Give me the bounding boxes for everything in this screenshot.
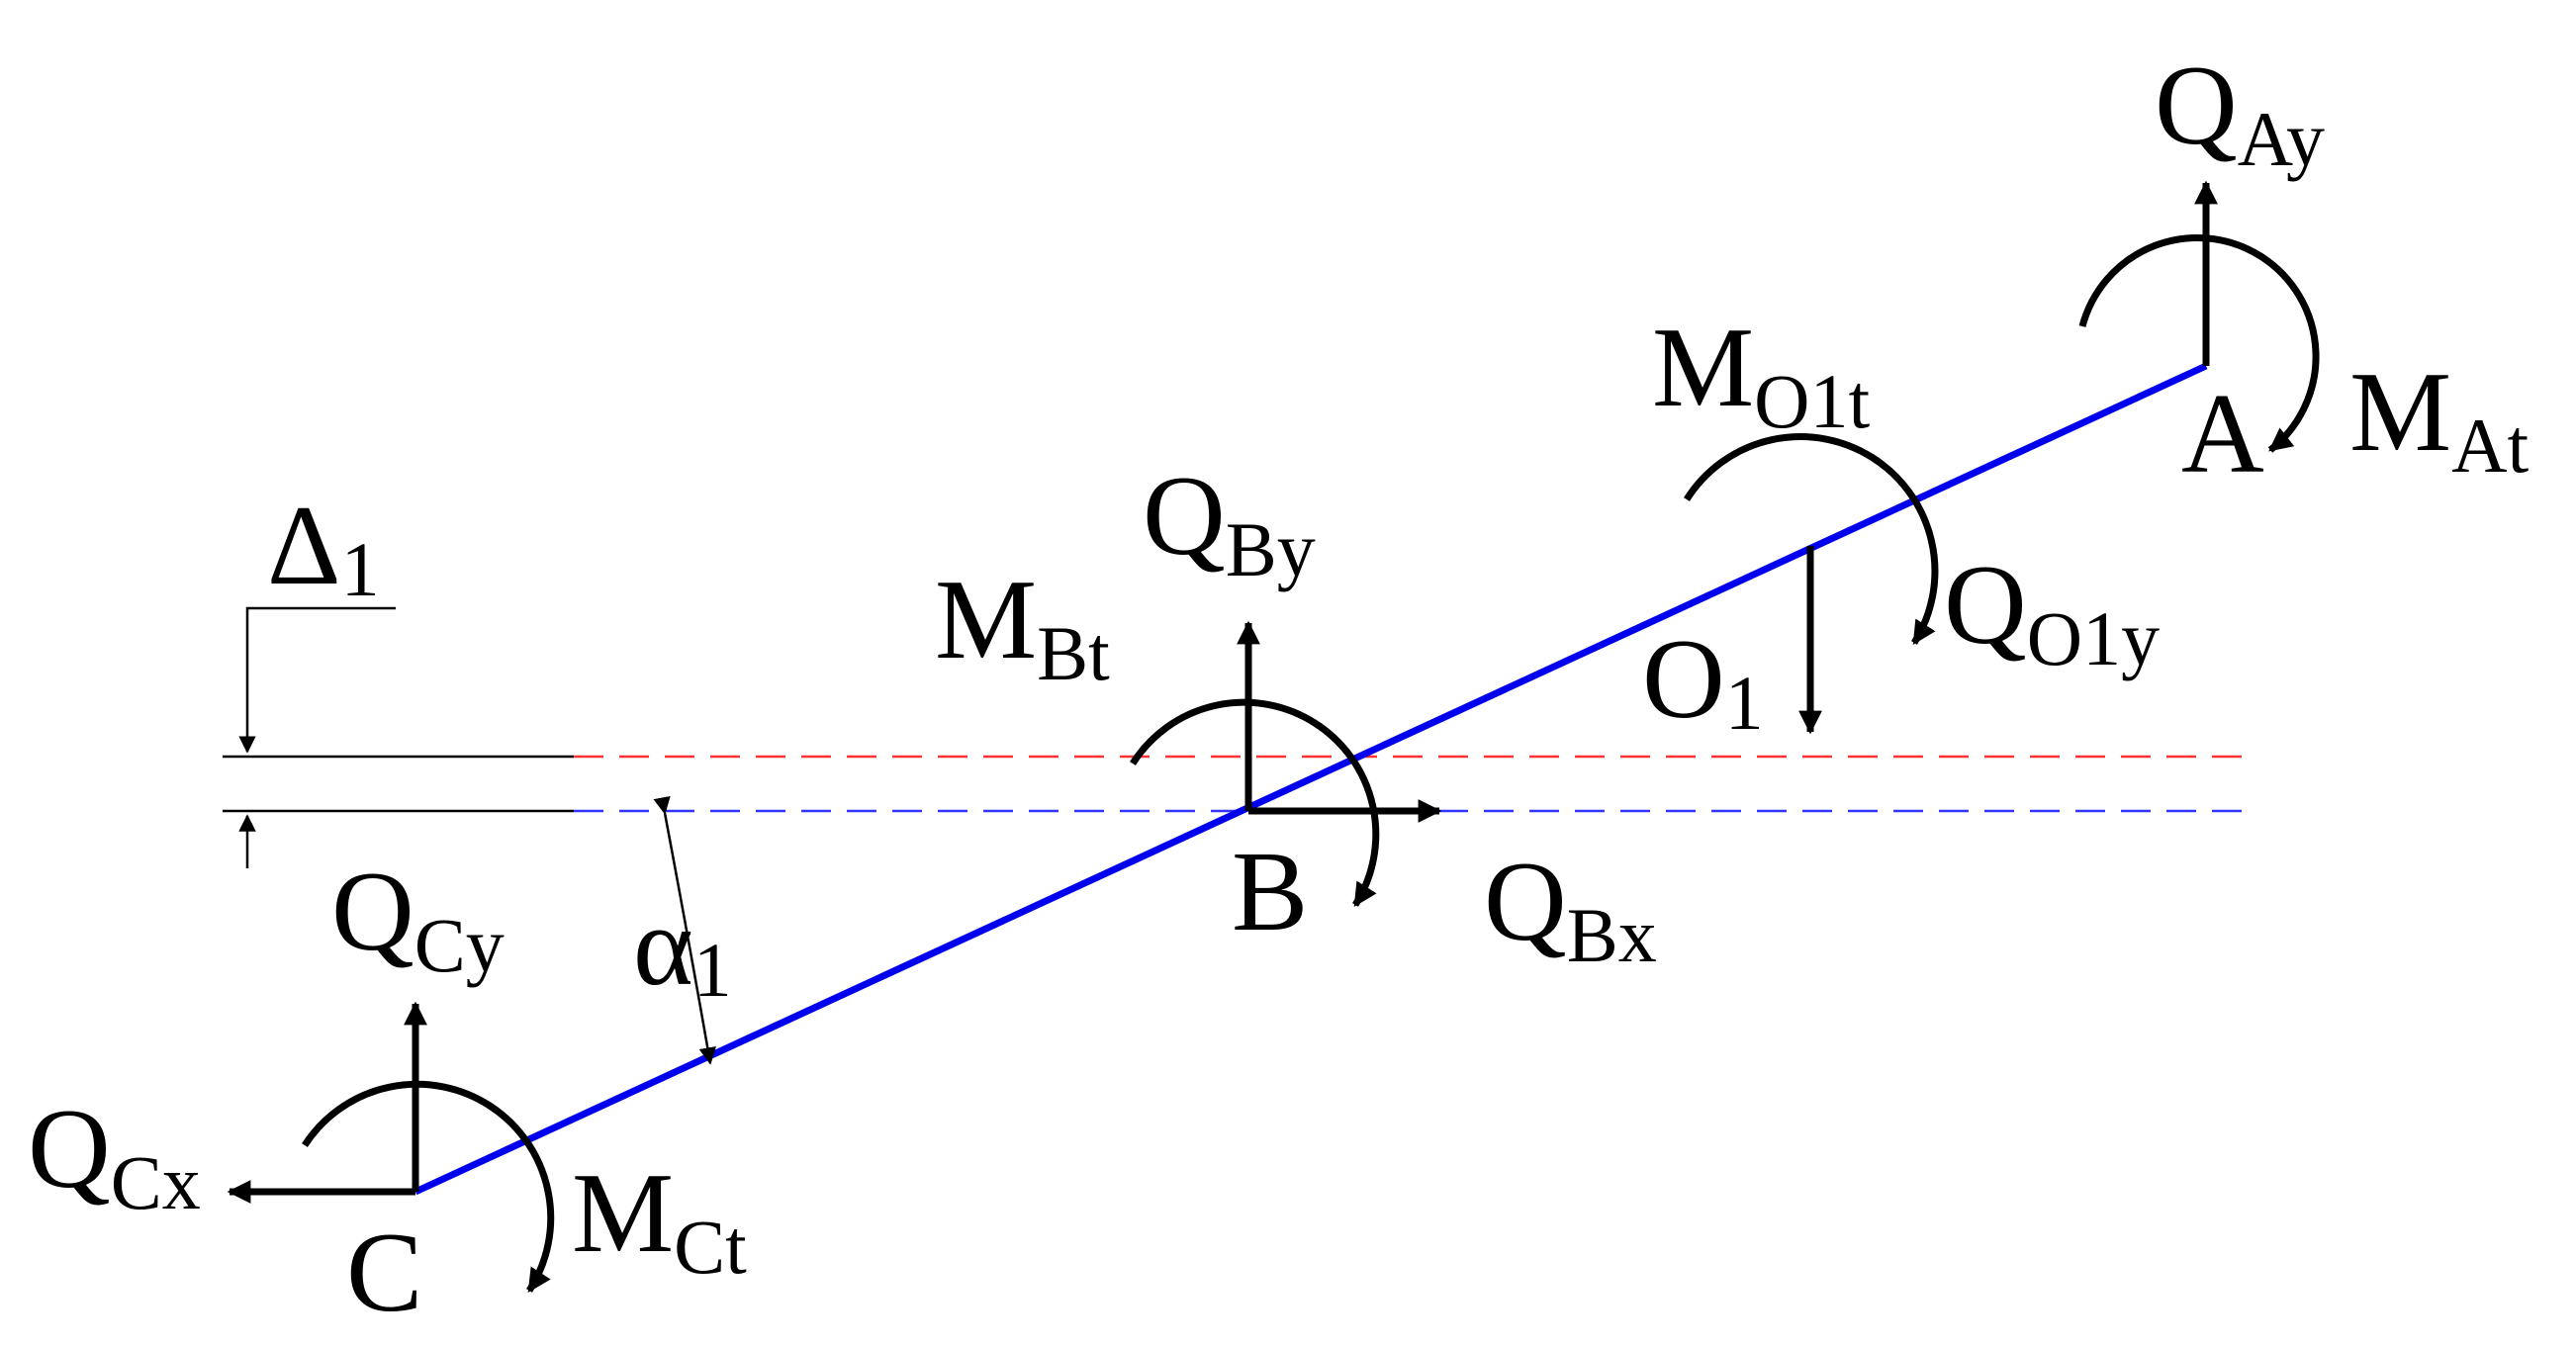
label-MBt: MBt [935,557,1110,696]
moment-arrow-MBt [1130,698,1380,908]
moment-arrow-MO1t [1684,433,1939,646]
point-label-C: C [346,1210,422,1336]
label-QAy: QAy [2155,43,2325,182]
label-delta1: Δ1 [267,483,380,612]
label-MO1t: MO1t [1652,305,1870,444]
label-QBx: QBx [1484,839,1657,978]
point-label-A: A [2181,371,2264,497]
point-label-O1: O1 [1642,616,1764,746]
alpha-angle-arc [653,795,716,1065]
label-MAt: MAt [2349,349,2529,489]
moment-arrow-MCt [302,1080,555,1293]
label-QCy: QCy [331,849,505,988]
label-QCx: QCx [28,1086,201,1225]
delta-dimension [238,606,396,868]
label-QBy: QBy [1143,453,1316,592]
point-label-B: B [1232,829,1308,955]
label-MCt: MCt [572,1150,747,1290]
label-alpha1: α1 [633,883,732,1013]
label-QO1y: QO1y [1944,542,2160,681]
moment-arrow-MAt [2078,234,2320,453]
inclined-beam [414,362,2208,1196]
